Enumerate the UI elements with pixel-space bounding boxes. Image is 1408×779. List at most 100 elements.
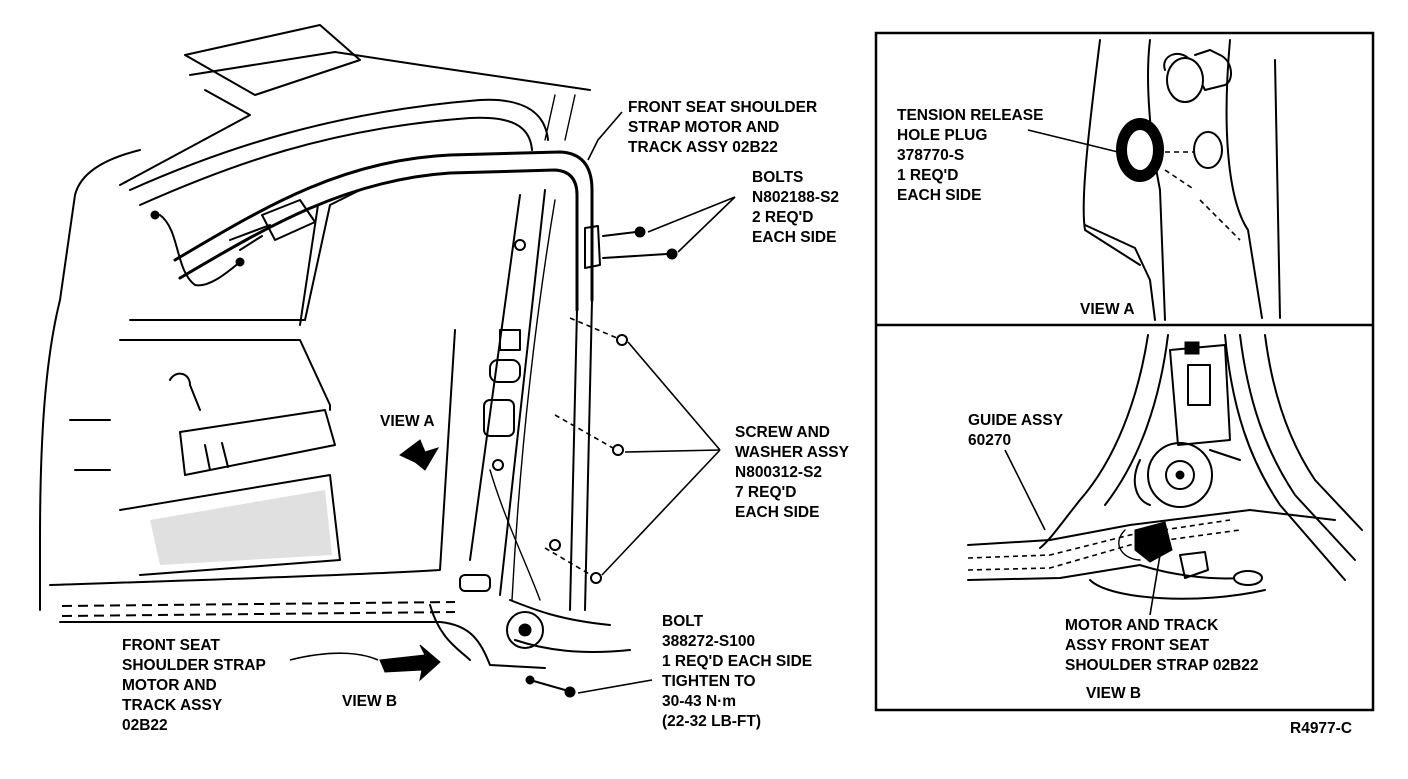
main-labels: FRONT SEAT SHOULDER STRAP MOTOR AND TRAC… [122,99,850,734]
label-bolts-3: 2 REQ'D [752,209,813,226]
vb-motor-label-1: MOTOR AND TRACK [1065,617,1219,634]
vb-gear-bracket [1133,449,1241,506]
main-illustration [39,24,678,698]
b-pillar-front [469,189,546,596]
va-bracket [1163,49,1232,91]
door-window-frame [129,189,361,321]
vb-pillar-1 [1039,334,1149,549]
pillar-wire [511,199,556,601]
figure-id: R4977-C [1290,720,1352,737]
bolt-bottom-head [525,675,535,685]
vb-gear-hub [1175,470,1185,480]
vb-floor-dash-1 [967,519,1231,559]
view-b-marker [379,644,441,682]
vb-guide-label-1: GUIDE ASSY [968,412,1064,429]
pillar-bracket [499,329,521,351]
label-bolt-bottom-4: TIGHTEN TO [662,673,756,690]
shoulder-strap-track-outer [173,150,594,302]
label-bolt-bottom-3: 1 REQ'D EACH SIDE [662,653,812,670]
label-front-seat-top-2: STRAP MOTOR AND [628,119,779,136]
label-front-seat-bottom-3: MOTOR AND [122,677,217,694]
pillar-hole-3 [549,539,561,551]
leader-bolt-1 [647,196,736,233]
vb-motor-window [1187,364,1211,406]
leader-bolt-2 [677,196,736,253]
lower-anchor-ring [506,611,544,649]
roof-line [189,51,591,91]
leader-screw-2 [624,449,721,453]
view-a-marker [399,439,440,471]
vb-wire [1118,529,1141,561]
vb-connector [1134,521,1173,563]
inset-view-a: TENSION RELEASE HOLE PLUG 378770-S 1 REQ… [897,39,1281,321]
vb-floor-hole [1233,570,1263,586]
screw-3-line [544,547,592,576]
lower-anchor-center [518,623,532,637]
door-opening [49,329,456,586]
pillar-slot-1 [489,359,521,383]
va-plug-hole [1193,131,1223,169]
label-view-b-main: VIEW B [342,693,397,710]
leader-screw-1 [627,341,721,451]
track-upper-bracket [584,225,601,269]
sill-dash-upper [61,601,456,607]
inset-view-b: GUIDE ASSY 60270 MOTOR AND TRACK ASSY FR… [967,334,1363,702]
sill-dash-lower [61,611,456,617]
label-view-a-main: VIEW A [380,413,435,430]
vb-caption: VIEW B [1086,685,1141,702]
vb-pillar-3 [1224,334,1346,581]
va-label-4: 1 REQ'D [897,167,958,184]
vb-connector-2 [1179,551,1209,579]
label-front-seat-bottom-4: TRACK ASSY [122,697,223,714]
vb-leader-guide [1004,449,1046,531]
leader-bolt-bottom [577,679,653,694]
va-pillar-right [1225,39,1263,319]
shoulder-strap-track-inner [178,168,579,312]
roof-edge [119,89,251,186]
vb-motor-label-2: ASSY FRONT SEAT [1065,637,1210,654]
label-bolt-bottom-1: BOLT [662,613,704,630]
roof-rail-detail [544,94,576,141]
label-front-seat-top-1: FRONT SEAT SHOULDER [628,99,817,116]
vb-gear-inner [1165,460,1195,490]
b-pillar-rear [569,299,593,611]
bolt-bottom-shank [529,679,566,691]
va-label-1: TENSION RELEASE [897,107,1043,124]
va-pillar-mid [1147,39,1166,321]
leader-front-seat-bottom [289,652,379,661]
door-panel-shading [150,490,332,565]
wire-connector [150,210,160,220]
vb-gear-outer [1147,442,1213,508]
vb-pillar-5 [1264,334,1363,531]
bolt-upper-1-shank [602,231,637,237]
sill-plate [59,621,546,669]
label-bolts-2: N802188-S2 [752,189,839,206]
rear-window-glass [184,24,361,96]
bolt-upper-2-shank [602,253,668,259]
label-bolts-1: BOLTS [752,169,803,186]
va-caption: VIEW A [1080,301,1135,318]
va-label-3: 378770-S [897,147,964,164]
door-front-edge [39,149,141,611]
pillar-slot-3 [459,574,491,592]
label-screw-3: N800312-S2 [735,464,822,481]
leader-front-seat-top [587,111,623,161]
screw-1 [616,334,628,346]
pillar-hole-1 [514,239,526,251]
vb-floor-1 [967,509,1336,546]
label-screw-5: EACH SIDE [735,504,819,521]
label-front-seat-top-3: TRACK ASSY 02B22 [628,139,778,156]
lower-wiring [509,599,631,653]
bolt-upper-2 [666,248,678,260]
leader-screw-3 [601,449,721,576]
window-run-channel [299,204,319,326]
label-front-seat-bottom-1: FRONT SEAT [122,637,220,654]
label-screw-2: WASHER ASSY [735,444,850,461]
vb-motor-housing [1169,344,1231,446]
door-trim-lines [69,419,111,471]
door-belt-line [119,339,331,411]
va-pillar-left [1082,39,1141,266]
label-front-seat-bottom-2: SHOULDER STRAP [122,657,266,674]
va-label-5: EACH SIDE [897,187,981,204]
